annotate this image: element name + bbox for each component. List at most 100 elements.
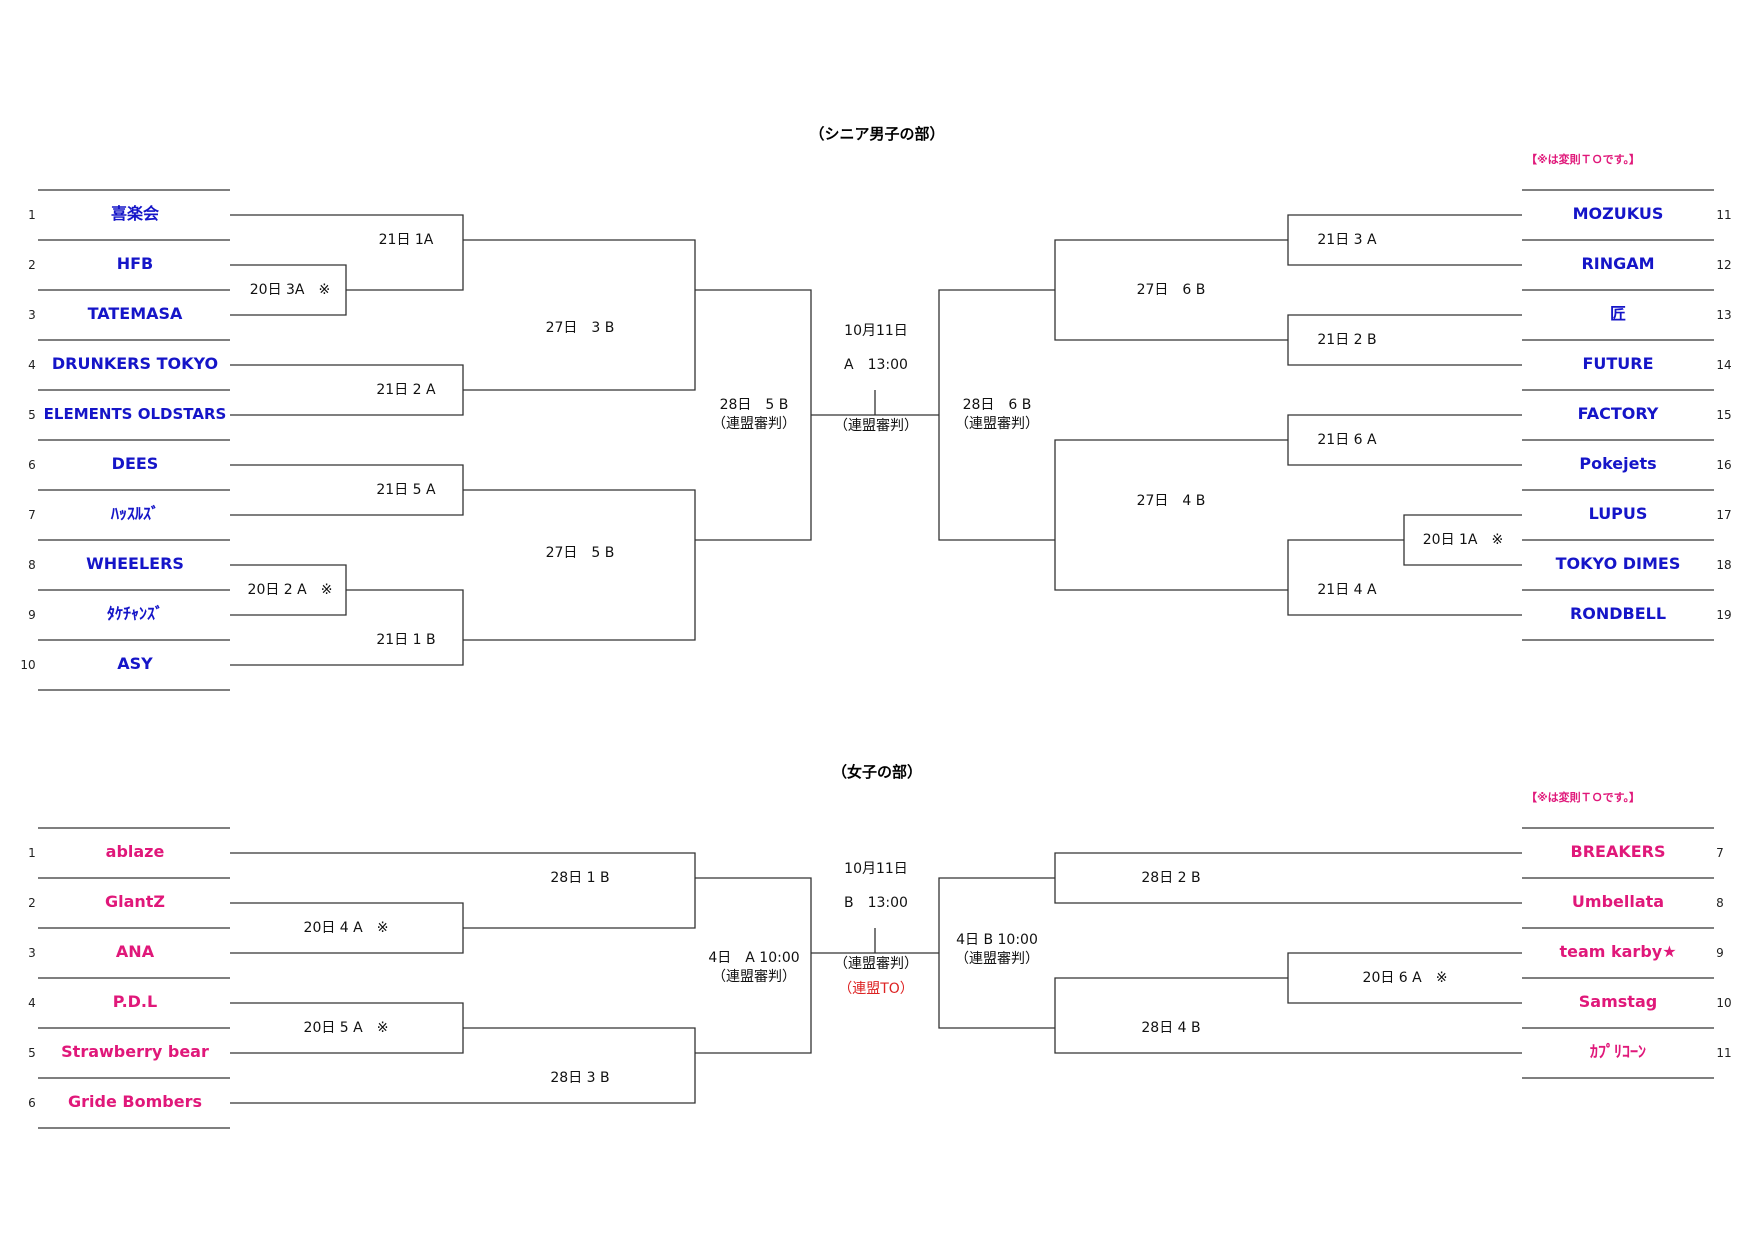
team-number: 10: [20, 658, 35, 672]
match-referee: （連盟審判）: [712, 416, 796, 432]
women-right-bracket-lines: [938, 852, 1522, 1054]
women-right-teams: BREAKERS 7 Umbellata 8 team karby★ 9 Sam…: [1559, 842, 1731, 1061]
team-name: Gride Bombers: [68, 1092, 202, 1111]
team-name: Pokejets: [1579, 454, 1656, 473]
team-number: 19: [1716, 608, 1731, 622]
team-number: 1: [28, 846, 36, 860]
team-name: FACTORY: [1578, 404, 1659, 423]
team-name: FUTURE: [1582, 354, 1653, 373]
women-left-teams: 1 ablaze 2 GlantZ 3 ANA 4 P.D.L 5 Strawb…: [28, 842, 209, 1111]
women-title: （女子の部）: [832, 763, 922, 781]
team-name: ﾊｯｽﾙｽﾞ: [110, 504, 159, 523]
team-number: 2: [28, 258, 36, 272]
final-to: （連盟TO）: [838, 981, 914, 997]
match-label: 27日 4 B: [1137, 493, 1206, 509]
team-name: TATEMASA: [88, 304, 183, 323]
match-label: 21日 1 B: [376, 632, 435, 648]
team-number: 12: [1716, 258, 1731, 272]
match-label: 21日 4 A: [1317, 582, 1377, 598]
team-number: 8: [1716, 896, 1724, 910]
team-name: LUPUS: [1589, 504, 1648, 523]
team-name: BREAKERS: [1571, 842, 1666, 861]
match-label: 28日 1 B: [550, 870, 609, 886]
final-referee: （連盟審判）: [834, 956, 918, 972]
women-left-bracket-lines: [230, 852, 939, 1104]
match-label: 28日 3 B: [550, 1070, 609, 1086]
team-name: ASY: [117, 654, 153, 673]
match-label: 28日 6 B: [963, 397, 1032, 413]
team-name: DEES: [112, 454, 159, 473]
team-number: 14: [1716, 358, 1731, 372]
final-time: B 13:00: [844, 895, 908, 911]
team-number: 3: [28, 946, 36, 960]
senior-right-slot-lines: [1522, 189, 1714, 641]
senior-title: （シニア男子の部）: [809, 125, 944, 143]
match-label: 27日 5 B: [546, 545, 615, 561]
team-number: 1: [28, 208, 36, 222]
team-number: 13: [1716, 308, 1731, 322]
match-label: 27日 6 B: [1137, 282, 1206, 298]
team-name: GlantZ: [105, 892, 165, 911]
team-number: 3: [28, 308, 36, 322]
team-name: ﾀｹﾁｬﾝｽﾞ: [107, 604, 163, 623]
team-name: 喜楽会: [111, 204, 159, 223]
match-label: 4日 B 10:00: [956, 932, 1038, 948]
team-number: 18: [1716, 558, 1731, 572]
match-label: 21日 3 A: [1317, 232, 1377, 248]
match-label: 20日 2 A ※: [248, 582, 333, 598]
team-name: Strawberry bear: [61, 1042, 209, 1061]
team-number: 9: [28, 608, 36, 622]
team-number: 4: [28, 996, 36, 1010]
team-number: 5: [28, 408, 36, 422]
team-name: team karby★: [1559, 942, 1676, 961]
senior-bracket: （シニア男子の部） 【※は変則ＴＯです。】 1 喜楽会 2 HFB 3 TATE…: [20, 125, 1732, 691]
senior-left-bracket-lines: [230, 214, 939, 666]
team-number: 6: [28, 458, 36, 472]
team-name: ELEMENTS OLDSTARS: [44, 405, 227, 423]
team-number: 11: [1716, 1046, 1731, 1060]
team-name: ｶﾌﾟﾘｺｰﾝ: [1590, 1042, 1646, 1061]
senior-right-bracket-lines: [938, 214, 1522, 616]
senior-left-slot-lines: [38, 189, 230, 691]
team-name: RONDBELL: [1570, 604, 1666, 623]
match-referee: （連盟審判）: [712, 969, 796, 985]
team-name: Samstag: [1579, 992, 1657, 1011]
women-match-labels: 28日 1 B 20日 4 A ※ 20日 5 A ※ 28日 3 B 4日 A…: [304, 861, 1448, 1086]
match-label: 21日 6 A: [1317, 432, 1377, 448]
team-name: MOZUKUS: [1573, 204, 1664, 223]
senior-right-teams: MOZUKUS 11 RINGAM 12 匠 13 FUTURE 14 FACT…: [1556, 204, 1732, 623]
team-number: 8: [28, 558, 36, 572]
senior-left-teams: 1 喜楽会 2 HFB 3 TATEMASA 4 DRUNKERS TOKYO …: [20, 204, 226, 673]
match-label: 20日 3A ※: [250, 282, 330, 298]
match-label: 20日 5 A ※: [304, 1020, 389, 1036]
match-label: 20日 4 A ※: [304, 920, 389, 936]
team-name: DRUNKERS TOKYO: [52, 354, 218, 373]
match-label: 21日 5 A: [376, 482, 436, 498]
team-number: 7: [1716, 846, 1724, 860]
final-date: 10月11日: [844, 861, 908, 877]
team-number: 5: [28, 1046, 36, 1060]
team-number: 7: [28, 508, 36, 522]
senior-match-labels: 20日 3A ※ 21日 1A 21日 2 A 21日 5 A 20日 2 A …: [248, 232, 1504, 648]
team-name: ANA: [116, 942, 155, 961]
team-name: RINGAM: [1581, 254, 1654, 273]
match-label: 20日 6 A ※: [1363, 970, 1448, 986]
final-date: 10月11日: [844, 323, 908, 339]
team-number: 17: [1716, 508, 1731, 522]
match-label: 28日 4 B: [1141, 1020, 1200, 1036]
women-right-slot-lines: [1522, 827, 1714, 1079]
team-name: Umbellata: [1572, 892, 1664, 911]
team-number: 4: [28, 358, 36, 372]
team-name: WHEELERS: [86, 554, 184, 573]
women-note: 【※は変則ＴＯです。】: [1526, 790, 1640, 804]
match-label: 27日 3 B: [546, 320, 615, 336]
team-number: 6: [28, 1096, 36, 1110]
match-label: 28日 5 B: [720, 397, 789, 413]
women-left-slot-lines: [38, 827, 230, 1129]
match-label: 20日 1A ※: [1423, 532, 1503, 548]
senior-note: 【※は変則ＴＯです。】: [1526, 152, 1640, 166]
team-number: 10: [1716, 996, 1731, 1010]
team-name: ablaze: [106, 842, 165, 861]
match-referee: （連盟審判）: [955, 951, 1039, 967]
